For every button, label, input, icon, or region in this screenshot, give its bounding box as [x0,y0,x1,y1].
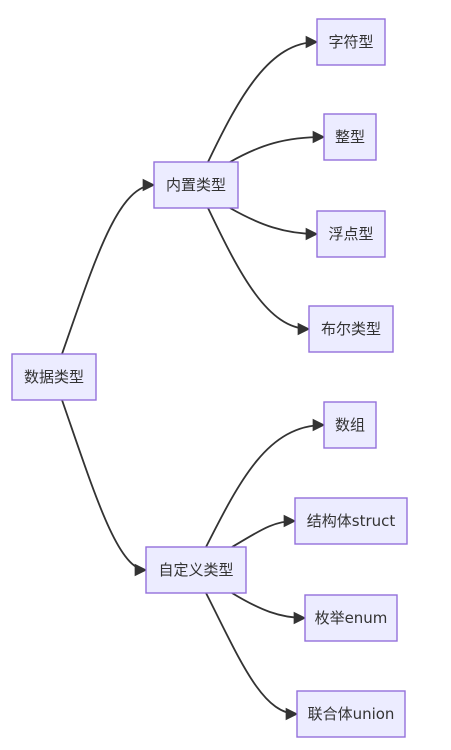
node-union: 联合体union [296,690,406,738]
node-enum-label: 枚举enum [315,609,388,627]
node-union-label: 联合体union [308,705,395,723]
edge-builtin-int [229,130,326,163]
node-array: 数组 [323,401,377,449]
node-array-label: 数组 [335,416,365,434]
node-struct-label: 结构体struct [307,512,396,530]
edge-custom-union [205,592,299,721]
edge-builtin-bool [207,207,311,336]
edge-root-builtin [61,178,156,355]
edge-custom-array [205,418,326,548]
edge-custom-struct [231,514,297,548]
node-float-label: 浮点型 [328,225,373,243]
node-float: 浮点型 [316,210,386,258]
node-builtin: 内置类型 [153,161,239,209]
edge-builtin-float [229,207,319,241]
node-builtin-label: 内置类型 [166,176,226,194]
node-bool-label: 布尔类型 [321,320,381,338]
node-int-label: 整型 [335,128,365,146]
node-int: 整型 [323,113,377,161]
node-custom: 自定义类型 [145,546,247,594]
node-custom-label: 自定义类型 [158,561,233,579]
node-bool: 布尔类型 [308,305,394,353]
edge-custom-enum [231,592,307,625]
node-root: 数据类型 [11,353,97,401]
node-char-label: 字符型 [328,33,373,51]
node-enum: 枚举enum [304,594,398,642]
edge-builtin-char [207,35,319,163]
node-struct: 结构体struct [294,497,408,545]
edge-root-custom [61,399,148,577]
node-root-label: 数据类型 [24,368,84,386]
node-char: 字符型 [316,18,386,66]
